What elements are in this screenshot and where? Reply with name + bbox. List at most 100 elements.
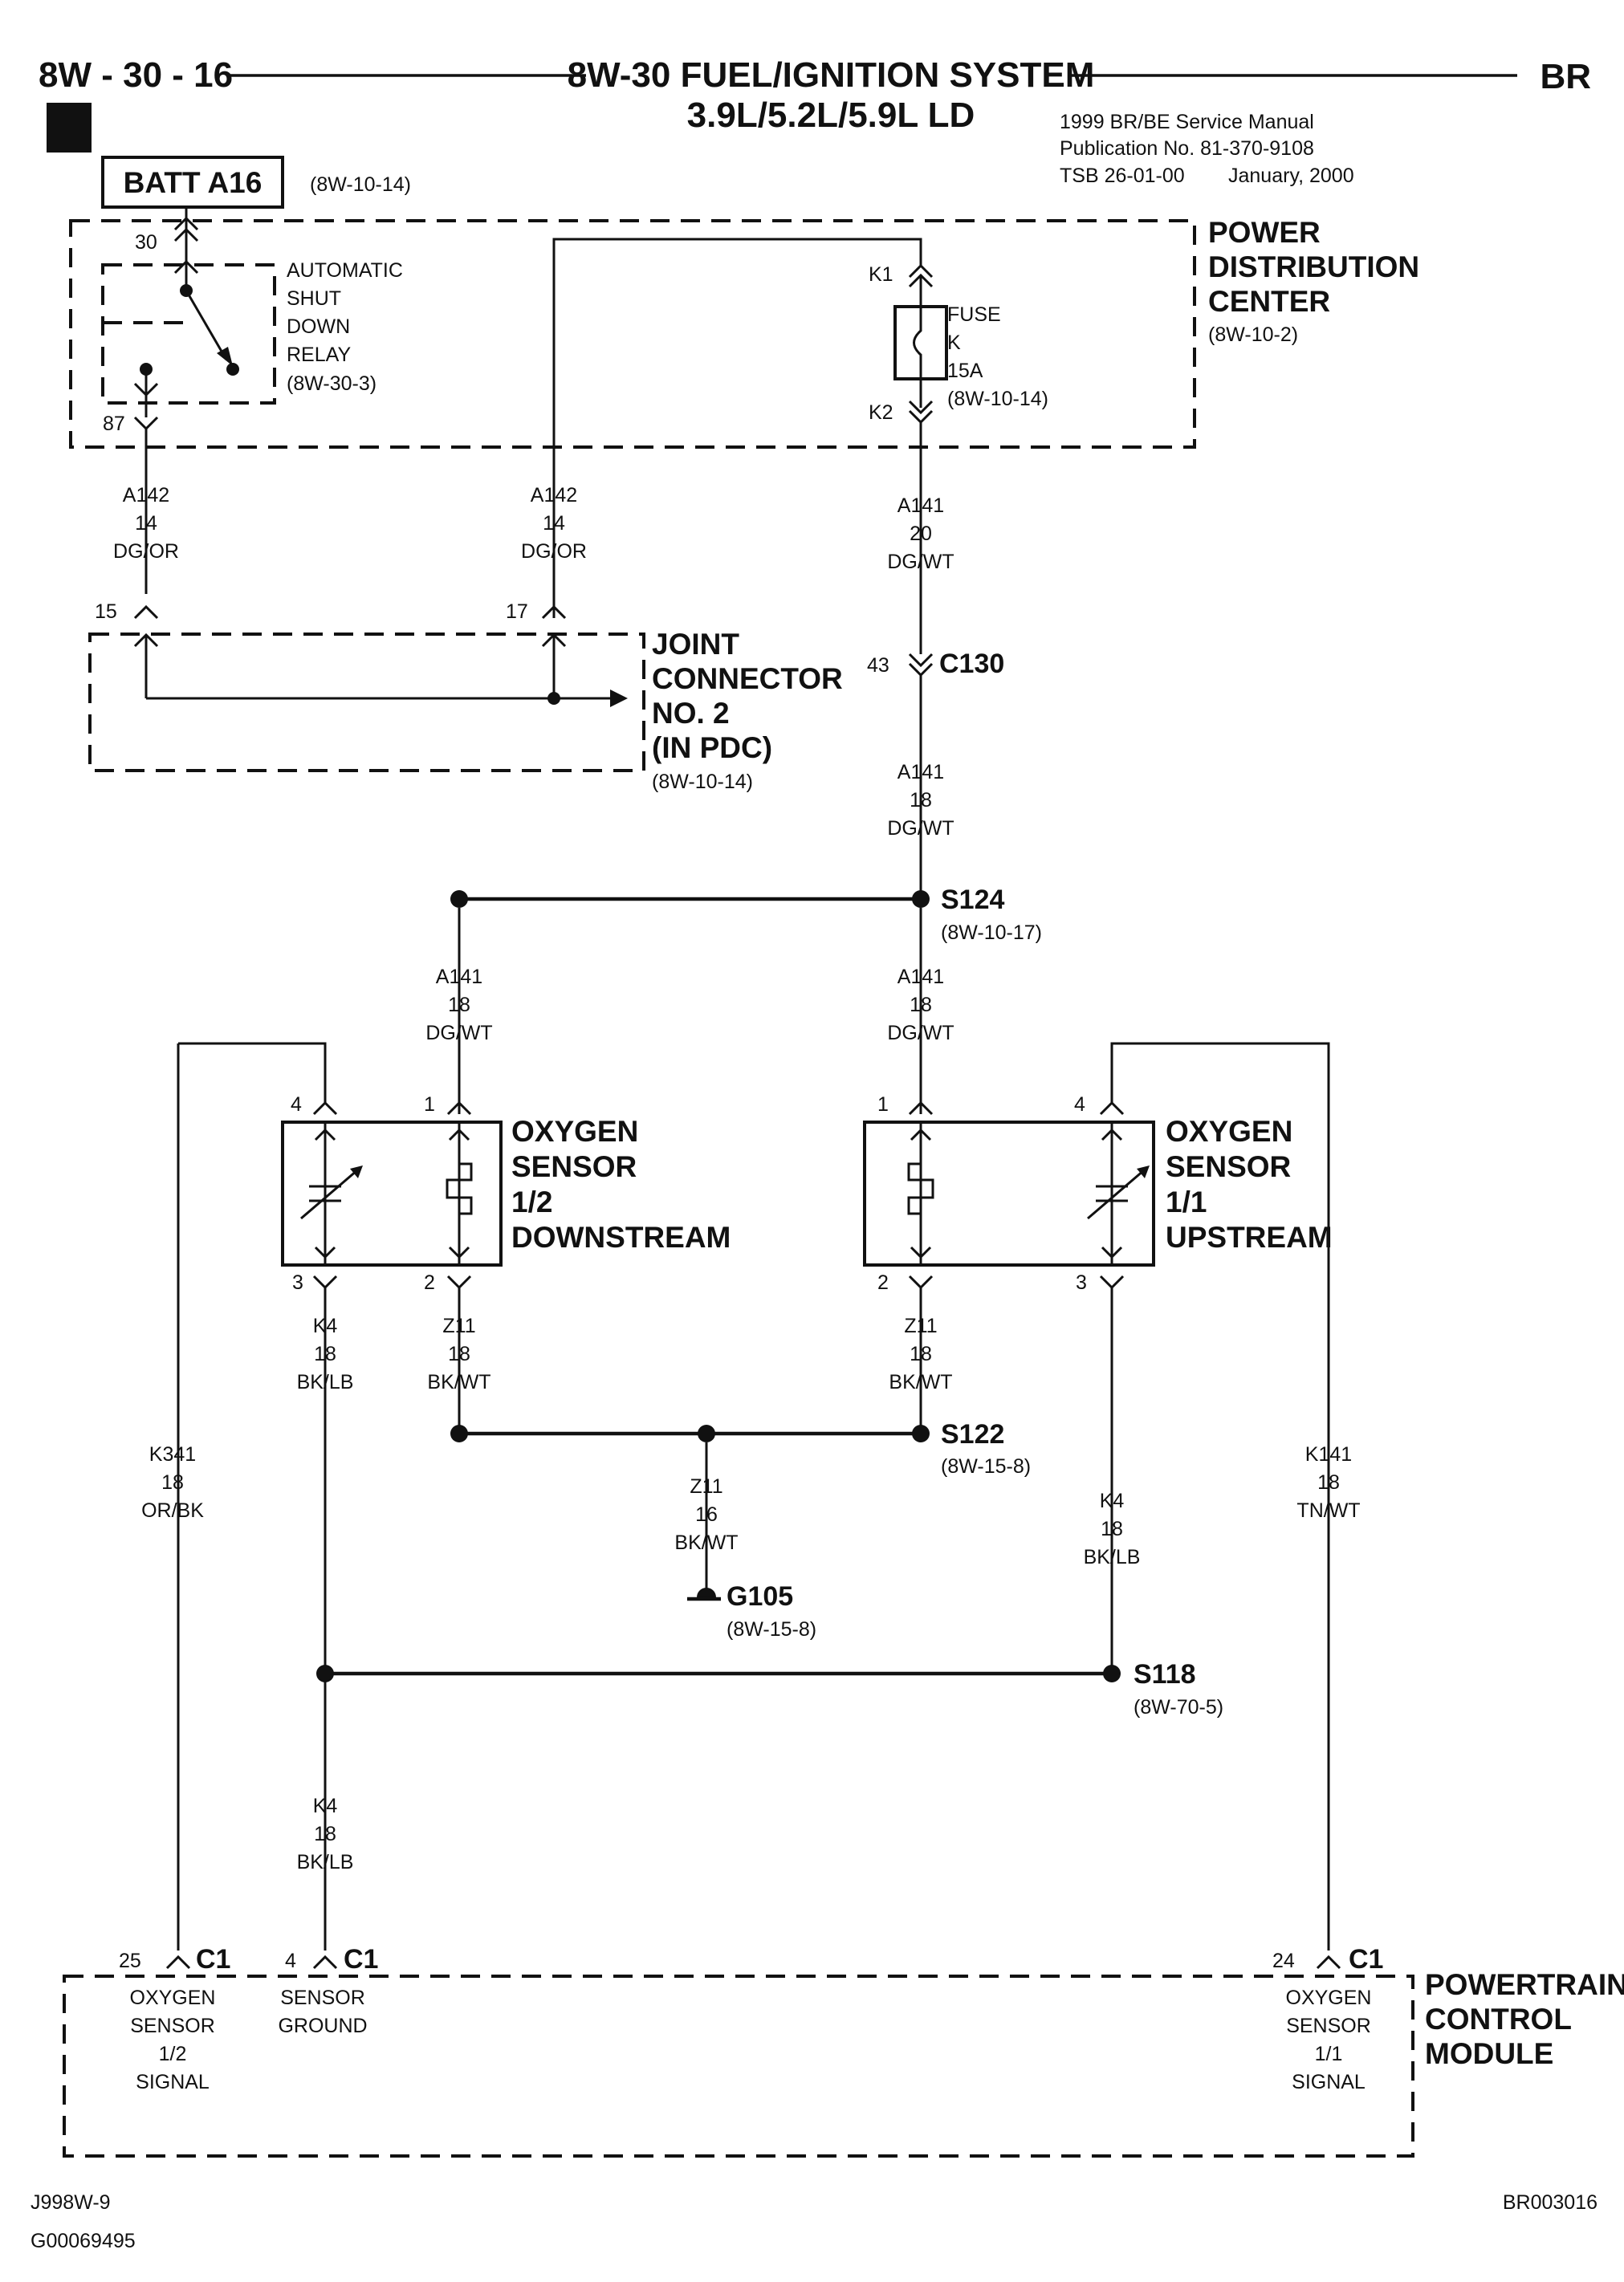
svg-text:K4: K4 — [313, 1795, 338, 1817]
relay-label-5: (8W-30-3) — [287, 372, 376, 395]
c130-label: C130 — [939, 649, 1004, 679]
fuse-label-4: (8W-10-14) — [947, 388, 1048, 410]
pcm-title-3: MODULE — [1425, 2037, 1553, 2070]
batt-a16-block: BATT A16 (8W-10-14) — [101, 156, 411, 221]
up-title-1: OXYGEN — [1166, 1115, 1292, 1148]
pcm-title-1: POWERTRAIN — [1425, 1968, 1624, 2001]
svg-text:K4: K4 — [1100, 1490, 1125, 1512]
pcm-pin-25: 25 — [119, 1950, 141, 1972]
pdc-title-3: CENTER — [1208, 285, 1330, 318]
wire-z11-right: Z11 18 BK/WT — [889, 1315, 952, 1393]
c130-pin: 43 — [867, 654, 889, 677]
down-title-2: SENSOR — [511, 1150, 637, 1183]
svg-text:SENSOR: SENSOR — [1286, 2015, 1371, 2037]
up-title-3: 1/1 — [1166, 1186, 1207, 1218]
manual-line-2: Publication No. 81-370-9108 — [1060, 137, 1314, 160]
svg-text:K341: K341 — [149, 1443, 196, 1466]
wire-k4-left: K4 18 BK/LB — [297, 1315, 354, 1393]
svg-text:SENSOR: SENSOR — [130, 2015, 215, 2037]
s118-ref: (8W-70-5) — [1134, 1696, 1223, 1719]
joint-connector-2: 15 17 JOINT CONNECTOR NO. 2 (IN PDC) (8W… — [88, 600, 843, 793]
footer-code-left: J998W-9 — [31, 2191, 111, 2214]
svg-text:18: 18 — [1101, 1518, 1123, 1540]
wire-k4-right: K4 18 BK/LB — [1084, 1490, 1141, 1568]
svg-text:18: 18 — [910, 789, 932, 812]
svg-text:TN/WT: TN/WT — [1296, 1499, 1360, 1522]
g105-ref: (8W-15-8) — [727, 1618, 816, 1641]
page-subtitle: 3.9L/5.2L/5.9L LD — [687, 96, 975, 135]
wire-z11-ground: Z11 16 BK/WT — [674, 1475, 738, 1554]
wire-k4-bottom: K4 18 BK/LB — [297, 1795, 354, 1873]
splice-s122: S122 (8W-15-8) — [450, 1419, 1031, 1593]
jc-title-1: JOINT — [652, 628, 739, 661]
svg-text:DG/WT: DG/WT — [425, 1022, 492, 1044]
g105-label: G105 — [727, 1581, 793, 1612]
fuse-label-3: 15A — [947, 360, 983, 382]
relay-label-4: RELAY — [287, 344, 351, 366]
fuse-label-1: FUSE — [947, 303, 1001, 326]
svg-text:1/1: 1/1 — [1315, 2043, 1343, 2065]
s118-label: S118 — [1134, 1659, 1196, 1690]
fuse-label-2: K — [947, 332, 961, 354]
svg-text:A141: A141 — [897, 494, 944, 517]
svg-text:SENSOR: SENSOR — [280, 1987, 365, 2009]
svg-text:18: 18 — [161, 1471, 184, 1494]
down-pin-4: 4 — [291, 1093, 302, 1116]
up-pin-3: 3 — [1076, 1271, 1087, 1294]
relay-pin-30: 30 — [135, 231, 157, 254]
down-pin-1: 1 — [424, 1093, 435, 1116]
pcm-c1-b: C1 — [344, 1944, 378, 1975]
connector-c130: 43 C130 — [867, 649, 1004, 899]
wire-k141: K141 18 TN/WT — [1296, 1443, 1360, 1522]
manual-line-1: 1999 BR/BE Service Manual — [1060, 111, 1314, 133]
svg-text:18: 18 — [910, 994, 932, 1016]
svg-text:18: 18 — [314, 1823, 336, 1845]
svg-text:A141: A141 — [897, 761, 944, 783]
svg-text:Z11: Z11 — [690, 1475, 722, 1498]
asd-relay: 30 87 AUTOMATIC SHUT DOWN RELAY (8W-30-3… — [101, 216, 403, 474]
section-marker — [47, 103, 92, 153]
down-title-3: 1/2 — [511, 1186, 552, 1218]
wire-a142-mid: A142 14 DG/OR — [521, 484, 587, 563]
wire-k341: K341 18 OR/BK — [141, 1443, 204, 1522]
down-pin-2: 2 — [424, 1271, 435, 1294]
down-title-1: OXYGEN — [511, 1115, 638, 1148]
wire-a142-left: A142 14 DG/OR — [113, 484, 179, 563]
svg-text:18: 18 — [448, 994, 470, 1016]
svg-text:OXYGEN: OXYGEN — [130, 1987, 216, 2009]
relay-label-3: DOWN — [287, 315, 350, 338]
relay-pin-87: 87 — [103, 413, 125, 435]
power-distribution-center: POWER DISTRIBUTION CENTER (8W-10-2) 30 8… — [69, 216, 1419, 618]
oxygen-sensor-upstream: 1 4 2 3 OXYGEN SENSOR 1/1 UPSTREAM — [863, 1042, 1333, 1950]
jc-pin-17: 17 — [506, 600, 528, 623]
fuse-pin-k1: K1 — [869, 263, 893, 286]
svg-text:OXYGEN: OXYGEN — [1286, 1987, 1372, 2009]
batt-ref: (8W-10-14) — [310, 173, 411, 196]
manual-tsb: TSB 26-01-00 — [1060, 165, 1185, 187]
powertrain-control-module: 25 C1 4 C1 24 C1 OXYGEN SENSOR 1/2 SIGNA… — [63, 1944, 1624, 2158]
up-title-4: UPSTREAM — [1166, 1221, 1333, 1254]
svg-text:16: 16 — [695, 1503, 718, 1526]
jc-ref: (8W-10-14) — [652, 771, 753, 793]
svg-text:DG/WT: DG/WT — [887, 817, 954, 840]
wire-a141-18-left: A141 18 DG/WT — [425, 966, 492, 1044]
splice-s124: S124 (8W-10-17) — [450, 885, 1042, 1114]
svg-text:20: 20 — [910, 523, 932, 545]
up-pin-2: 2 — [877, 1271, 889, 1294]
svg-text:14: 14 — [543, 512, 565, 535]
s122-ref: (8W-15-8) — [941, 1455, 1031, 1478]
svg-text:A142: A142 — [531, 484, 577, 506]
svg-text:K141: K141 — [1305, 1443, 1352, 1466]
svg-text:SIGNAL: SIGNAL — [136, 2071, 210, 2093]
wire-a141-18-right: A141 18 DG/WT — [887, 966, 954, 1044]
s124-label: S124 — [941, 885, 1004, 915]
svg-text:18: 18 — [910, 1343, 932, 1365]
pcm-pin-24: 24 — [1272, 1950, 1295, 1972]
s122-label: S122 — [941, 1419, 1004, 1450]
up-pin-1: 1 — [877, 1093, 889, 1116]
svg-text:DG/WT: DG/WT — [887, 551, 954, 573]
pcm-pin-4: 4 — [285, 1950, 296, 1972]
svg-text:18: 18 — [314, 1343, 336, 1365]
jc-title-3: NO. 2 — [652, 697, 730, 730]
